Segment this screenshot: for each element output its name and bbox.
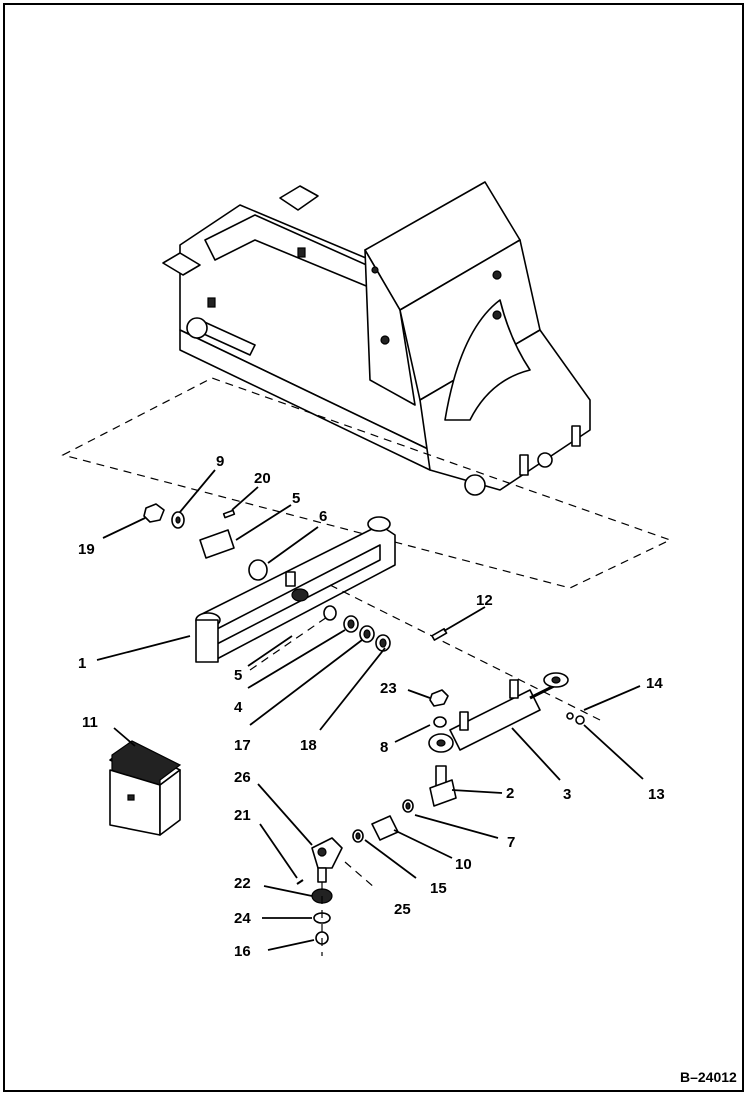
callout-15: 15: [430, 880, 447, 897]
mounting-outline: [61, 377, 672, 589]
callout-18: 18: [300, 737, 317, 754]
callout-21: 21: [234, 807, 251, 824]
callout-14: 14: [646, 675, 663, 692]
beam-bushings: [323, 605, 391, 652]
axle-beam: [195, 516, 396, 663]
callout-22: 22: [234, 875, 251, 892]
callout-8: 8: [380, 739, 388, 756]
callout-4: 4: [234, 699, 243, 716]
callout-5-upper: 5: [292, 490, 300, 507]
callout-24: 24: [234, 910, 251, 927]
washer-8: [433, 716, 447, 728]
callout-labels: 1 2 3 4 5 5 6 7 8 9 10 11 12 13 14 15 16…: [78, 453, 665, 960]
callout-23: 23: [380, 680, 397, 697]
callout-19: 19: [78, 541, 95, 558]
ball-joint: [296, 837, 376, 956]
nut-23: [429, 689, 449, 707]
callout-5-lower: 5: [234, 667, 242, 684]
part-13: [575, 715, 585, 725]
callout-3: 3: [563, 786, 571, 803]
callout-16: 16: [234, 943, 251, 960]
callout-11: 11: [82, 714, 98, 731]
part-14: [566, 712, 574, 720]
callout-7: 7: [507, 834, 515, 851]
drawing-reference-number: B–24012: [680, 1069, 737, 1085]
callout-6: 6: [319, 508, 327, 525]
axis-line-cylinder: [329, 584, 601, 721]
callout-9: 9: [216, 453, 224, 470]
steering-cylinder: [428, 672, 569, 753]
callout-12: 12: [476, 592, 493, 609]
callout-26: 26: [234, 769, 251, 786]
pivot-hardware: [143, 503, 268, 581]
callout-13: 13: [648, 786, 665, 803]
decal-kit: [109, 740, 182, 836]
machine-frame: [162, 181, 591, 496]
axis-line-beam: [249, 614, 331, 671]
callout-25: 25: [394, 901, 411, 918]
callout-2: 2: [506, 785, 514, 802]
steering-arm: [352, 765, 457, 843]
leader-lines: [96, 469, 644, 951]
callout-1: 1: [78, 655, 86, 672]
callout-17: 17: [234, 737, 251, 754]
callout-10: 10: [455, 856, 472, 873]
callout-20: 20: [254, 470, 271, 487]
